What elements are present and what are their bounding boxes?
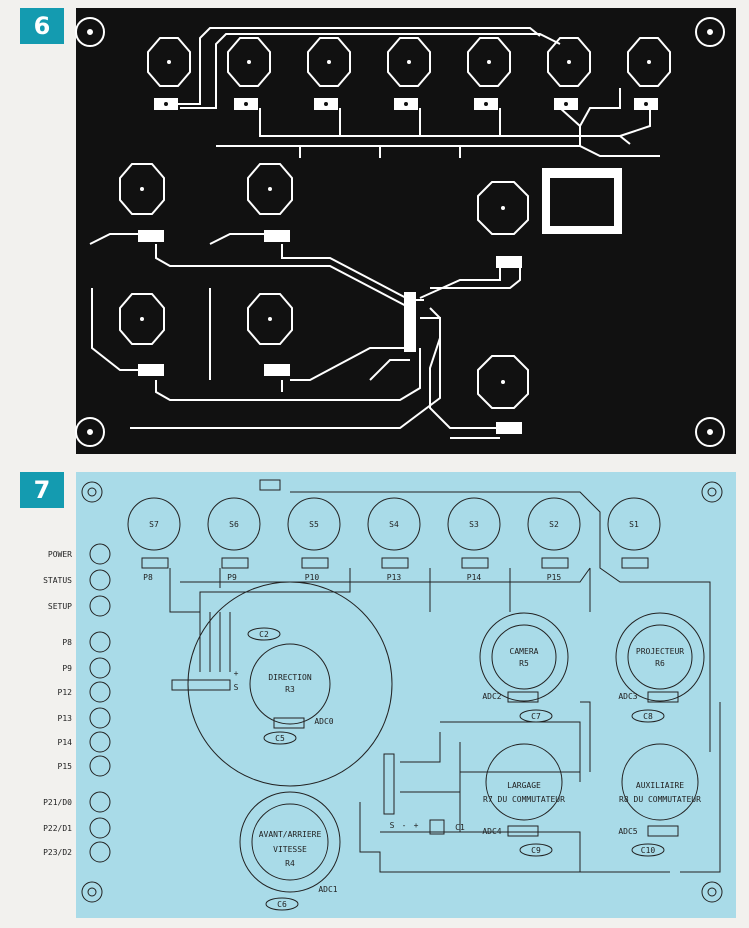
side-label-p8: P8 — [62, 638, 72, 647]
auxiliaire-name: AUXILIAIRE — [636, 781, 684, 790]
side-label-p15: P15 — [58, 762, 73, 771]
connector-label-p8: P8 — [143, 573, 153, 582]
minus-mark: - — [402, 821, 407, 830]
figure-number-6: 6 — [20, 8, 64, 44]
projecteur-cap: C8 — [643, 712, 653, 721]
plus-mark-2: + — [414, 821, 419, 830]
camera-cap: C7 — [531, 712, 541, 721]
largage-adc: ADC4 — [482, 827, 501, 836]
s-mark-2: S — [390, 821, 395, 830]
side-label-p22: P22/D1 — [43, 824, 72, 833]
switch-label-s6: S6 — [229, 520, 239, 529]
auxiliaire-cap: C10 — [641, 846, 656, 855]
connector-label-p9: P9 — [227, 573, 237, 582]
switch-label-s2: S2 — [549, 520, 559, 529]
connector-label-p14: P14 — [467, 573, 482, 582]
switch-label-s3: S3 — [469, 520, 479, 529]
camera-ref: R5 — [519, 659, 529, 668]
switch-label-s5: S5 — [309, 520, 319, 529]
vitesse-adc: ADC1 — [318, 885, 337, 894]
connector-label-p15: P15 — [547, 573, 562, 582]
side-label-power: POWER — [48, 550, 72, 559]
silkscreen-layout: S7 S6 S5 S4 S3 S2 S1 P8 P9 P10 P13 P14 P… — [43, 472, 736, 918]
connector-label-p10: P10 — [305, 573, 320, 582]
side-label-p9: P9 — [62, 664, 72, 673]
projecteur-adc: ADC3 — [618, 692, 637, 701]
figure-number-7: 7 — [20, 472, 64, 508]
figure-7-pcb-silkscreen: 7 — [20, 472, 736, 918]
direction-cap: C5 — [275, 734, 285, 743]
switch-label-s1: S1 — [629, 520, 639, 529]
cap-c1: C1 — [455, 823, 465, 832]
side-label-status: STATUS — [43, 576, 72, 585]
connector-label-p13: P13 — [387, 573, 402, 582]
vitesse-ref: R4 — [285, 859, 295, 868]
direction-adc: ADC0 — [314, 717, 333, 726]
side-label-p12: P12 — [58, 688, 73, 697]
side-label-setup: SETUP — [48, 602, 72, 611]
camera-name: CAMERA — [510, 647, 539, 656]
plus-mark: + — [234, 669, 239, 678]
side-label-p14: P14 — [58, 738, 73, 747]
vitesse-name-2: VITESSE — [273, 845, 307, 854]
projecteur-ref: R6 — [655, 659, 665, 668]
switch-label-s7: S7 — [149, 520, 159, 529]
switch-pads-row — [147, 37, 671, 87]
copper-layout — [75, 8, 736, 454]
largage-ref: R7 DU COMMUTATEUR — [483, 795, 565, 804]
largage-cap: C9 — [531, 846, 541, 855]
direction-ref: R3 — [285, 685, 295, 694]
side-label-p23: P23/D2 — [43, 848, 72, 857]
side-label-p21: P21/D0 — [43, 798, 72, 807]
direction-name: DIRECTION — [268, 673, 312, 682]
vitesse-cap: C6 — [277, 900, 287, 909]
s-mark: S — [234, 683, 239, 692]
switch-label-s4: S4 — [389, 520, 399, 529]
projecteur-name: PROJECTEUR — [636, 647, 684, 656]
figure-6-pcb-copper: 6 — [20, 8, 736, 454]
side-label-p13: P13 — [58, 714, 73, 723]
largage-name: LARGAGE — [507, 781, 541, 790]
auxiliaire-ref: R8 DU COMMUTATEUR — [619, 795, 701, 804]
camera-adc: ADC2 — [482, 692, 501, 701]
vitesse-name-1: AVANT/ARRIERE — [259, 830, 322, 839]
auxiliaire-adc: ADC5 — [618, 827, 637, 836]
cap-c2: C2 — [259, 630, 269, 639]
